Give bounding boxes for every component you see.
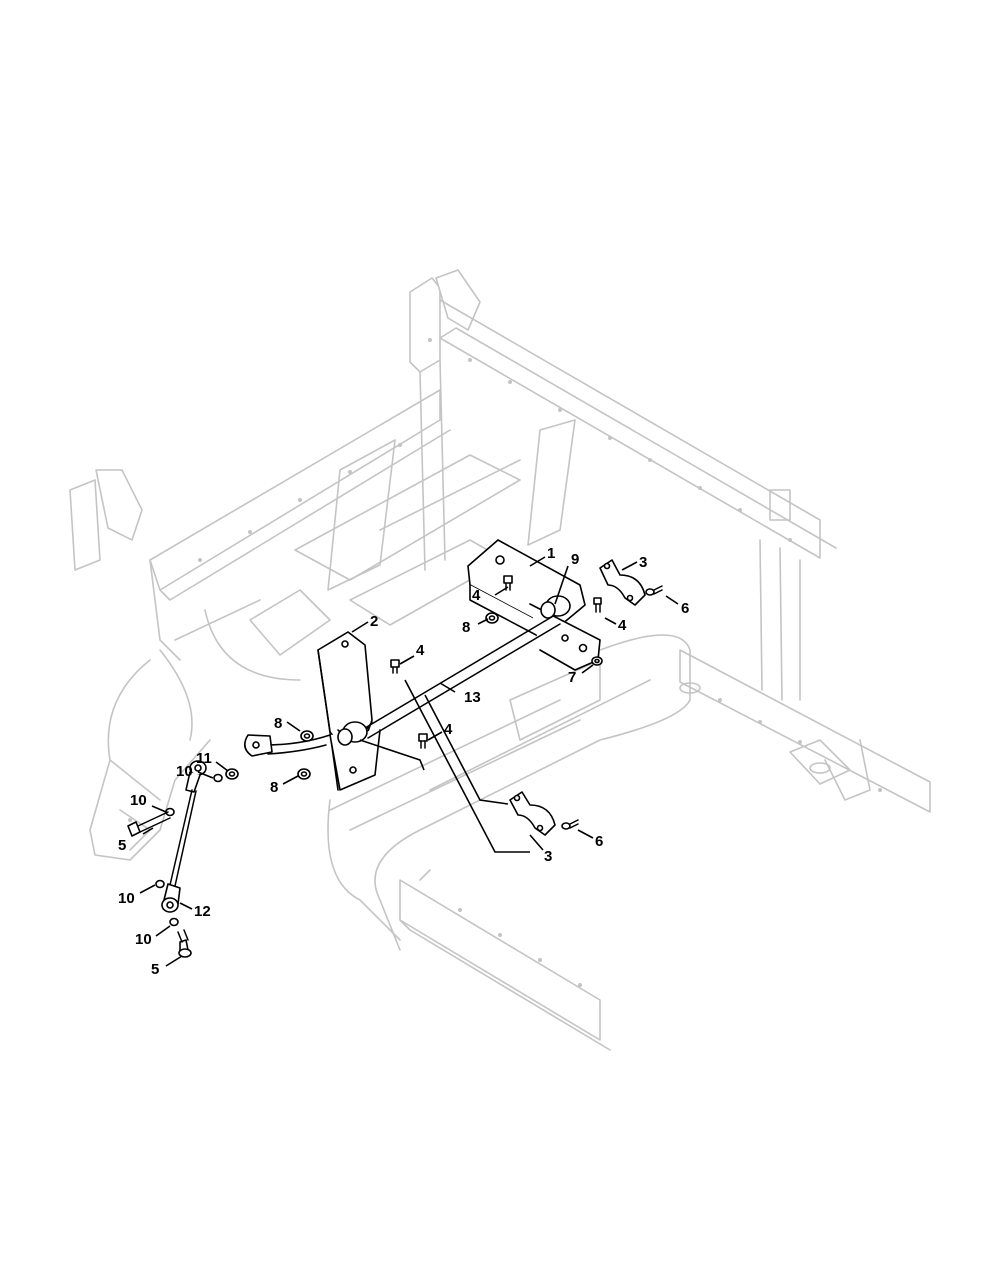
- leader-lines: [139, 556, 679, 967]
- callout-3-upper: 3: [639, 554, 647, 571]
- washer-10-d: [169, 917, 179, 927]
- callout-4-b: 4: [618, 617, 627, 634]
- callout-2: 2: [370, 613, 378, 630]
- callout-4-d: 4: [444, 721, 453, 738]
- bushing-left: [337, 721, 368, 746]
- callout-6-lower: 6: [595, 833, 603, 850]
- stabilizer-bar-13: [244, 614, 561, 757]
- callout-4-a: 4: [472, 587, 481, 604]
- chassis-frame: [69, 269, 931, 1051]
- bracket-1: [467, 539, 601, 671]
- bolt-4-b: [593, 597, 602, 613]
- callout-12: 12: [194, 903, 211, 920]
- callout-9: 9: [571, 551, 579, 568]
- screw-6-lower: [561, 819, 579, 830]
- bolt-5-lower: [177, 929, 192, 958]
- washer-8-left: [300, 730, 314, 742]
- callout-8-lower: 8: [270, 779, 278, 796]
- callout-7: 7: [568, 669, 576, 686]
- clamp-3-lower: [509, 791, 556, 836]
- washer-8-lower: [297, 768, 311, 780]
- stabilizer-assembly: [127, 539, 663, 958]
- bracket-2: [317, 631, 381, 791]
- bolt-5-upper: [127, 811, 171, 837]
- callout-10-b: 10: [130, 792, 147, 809]
- callout-8-upper-right: 8: [462, 619, 470, 636]
- callout-8-left: 8: [274, 715, 282, 732]
- washer-8-upper-right: [485, 612, 499, 624]
- callout-5-lower: 5: [151, 961, 159, 978]
- callout-10-a: 10: [176, 763, 193, 780]
- bushing-9: [540, 595, 571, 619]
- washer-10-c: [155, 879, 165, 889]
- washer-11: [225, 768, 239, 780]
- bolt-4-c: [390, 659, 400, 674]
- callout-labels: 1 2 3 3 4 4 4 4 5 5 6 6 7 8 8 8 9 10 10 …: [118, 545, 689, 978]
- callout-3-lower: 3: [544, 848, 552, 865]
- nut-7: [591, 656, 603, 666]
- callout-1: 1: [547, 545, 555, 562]
- callout-6-upper: 6: [681, 600, 689, 617]
- callout-5-upper: 5: [118, 837, 126, 854]
- callout-13: 13: [464, 689, 481, 706]
- frame-holes: [128, 338, 882, 987]
- ball-joint-upper: [185, 760, 207, 793]
- callout-4-c: 4: [416, 642, 425, 659]
- callout-10-d: 10: [135, 931, 152, 948]
- callout-10-c: 10: [118, 890, 135, 907]
- bolt-4-d: [418, 733, 428, 749]
- washer-10-a: [213, 773, 223, 783]
- screw-6-upper: [645, 585, 663, 596]
- clamp-3-upper: [599, 559, 646, 606]
- link-rod-12: [161, 789, 197, 913]
- callout-11: 11: [196, 750, 212, 767]
